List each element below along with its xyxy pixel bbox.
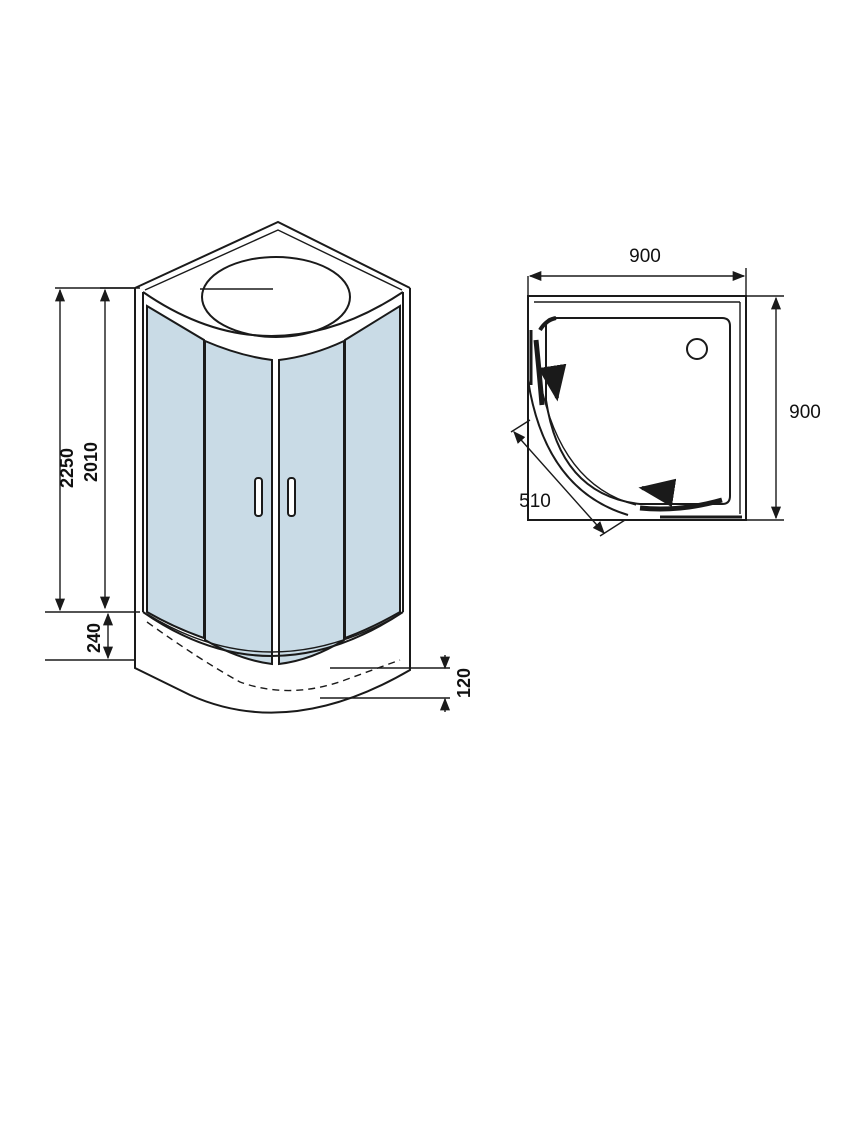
dim-depth: 900	[789, 402, 821, 423]
dim-width: 900	[629, 246, 661, 267]
dim-tray-height: 240	[84, 623, 104, 653]
door-handle-right	[287, 477, 296, 517]
glass-panel-left	[146, 304, 205, 640]
door-direction-arrow-right	[638, 478, 677, 508]
sliding-door-left	[533, 339, 545, 406]
overhead-shower-icon	[201, 256, 351, 338]
plan-view: 900 900 510	[510, 246, 821, 537]
front-view: 2250 2010 240 120	[45, 220, 474, 714]
dim-door-opening: 510	[519, 491, 551, 512]
door-direction-arrow-left	[537, 363, 567, 402]
drain-icon	[686, 338, 708, 360]
dim-tray-depth: 120	[454, 668, 474, 698]
door-handle-left	[254, 477, 263, 517]
sliding-door-right	[639, 497, 723, 512]
glass-panel-right	[344, 304, 401, 640]
dim-total-height: 2250	[57, 448, 77, 488]
dim-door-height: 2010	[81, 442, 101, 482]
